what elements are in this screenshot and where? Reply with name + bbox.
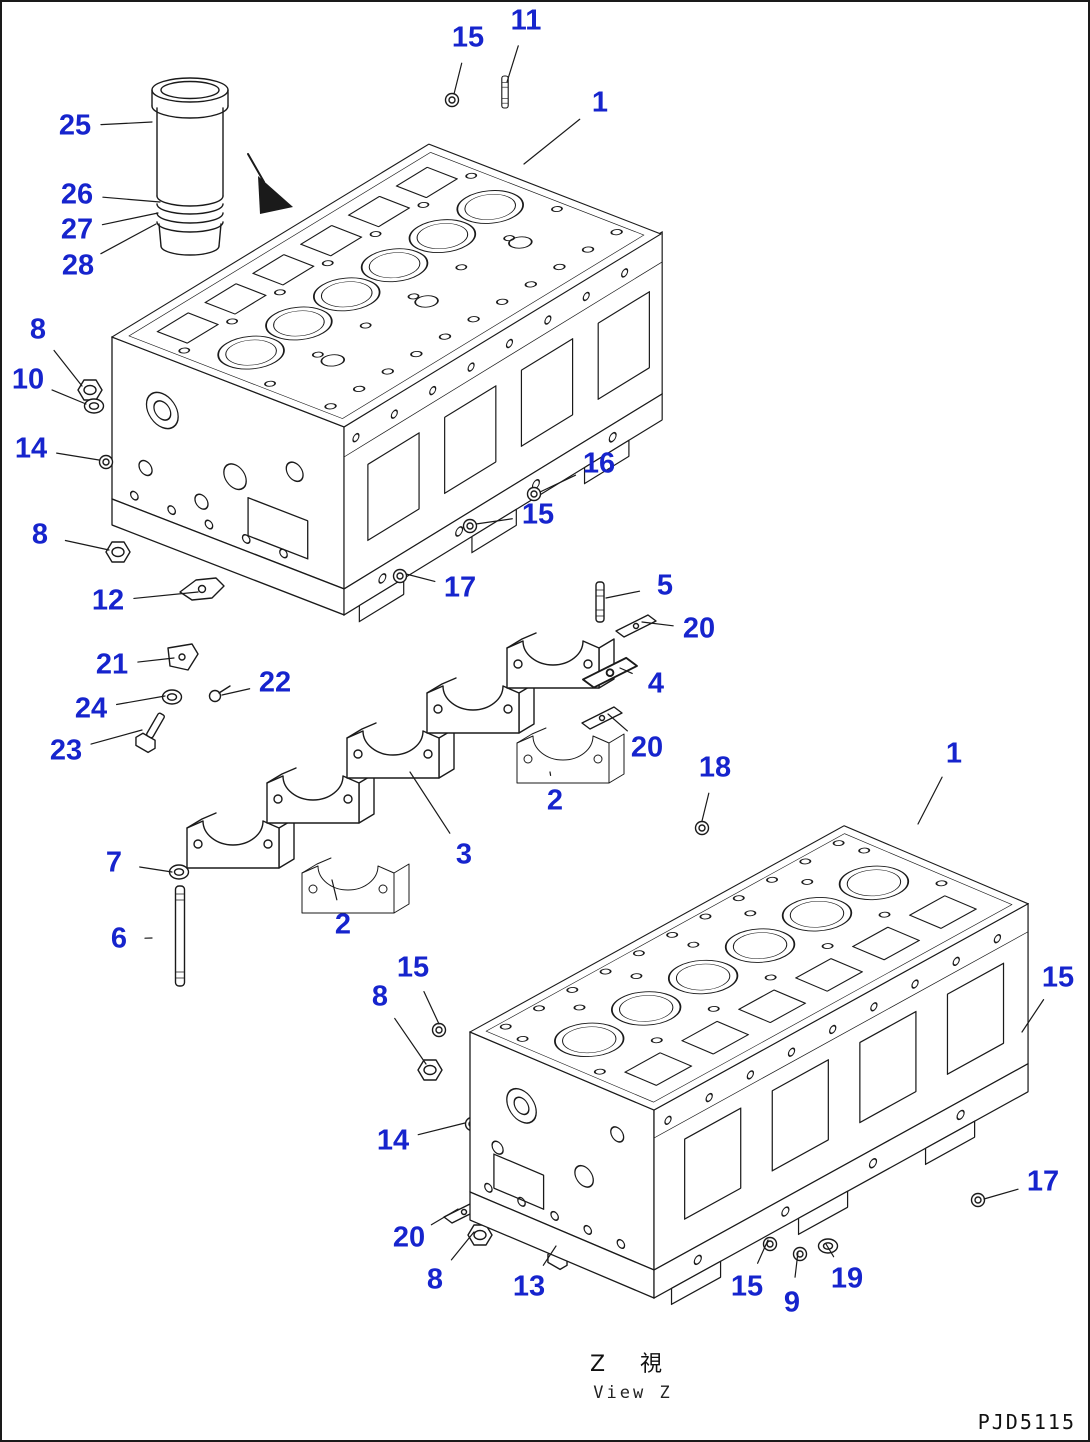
callout-6: 6 (110, 922, 128, 955)
callout-8: 8 (29, 313, 47, 346)
callout-15: 15 (521, 498, 555, 531)
callout-10: 10 (11, 363, 45, 396)
cylinder-liner (151, 77, 229, 256)
callout-14: 14 (14, 432, 48, 465)
callout-15: 15 (730, 1270, 764, 1303)
callout-18: 18 (698, 751, 732, 784)
drawing-code: PJD5115 (977, 1410, 1076, 1434)
callout-20: 20 (682, 612, 716, 645)
cylinder-block-2 (469, 825, 1029, 1306)
callout-8: 8 (31, 518, 49, 551)
callout-19: 19 (830, 1262, 864, 1295)
callout-13: 13 (512, 1270, 546, 1303)
callout-16: 16 (582, 447, 616, 480)
callout-25: 25 (58, 109, 92, 142)
callout-15: 15 (1041, 961, 1075, 994)
view-caption: Z 視 View Z (533, 1346, 733, 1403)
insertion-arrow-icon (247, 153, 293, 214)
callout-15: 15 (396, 951, 430, 984)
cylinder-block-1 (111, 143, 663, 623)
callout-11: 11 (510, 4, 542, 37)
callout-4: 4 (647, 667, 665, 700)
callout-2: 2 (546, 784, 564, 817)
callout-9: 9 (783, 1286, 801, 1319)
bearing-caps (186, 632, 625, 914)
callout-8: 8 (371, 980, 389, 1013)
callout-5: 5 (656, 569, 674, 602)
callout-3: 3 (455, 838, 473, 871)
callout-7: 7 (105, 846, 123, 879)
callout-2: 2 (334, 908, 352, 941)
small-parts (77, 75, 1024, 1273)
callout-27: 27 (60, 213, 94, 246)
callout-28: 28 (61, 249, 95, 282)
leader-lines (51, 45, 1045, 1278)
callout-14: 14 (376, 1124, 410, 1157)
callout-15: 15 (451, 21, 485, 54)
callout-12: 12 (91, 584, 125, 617)
callout-20: 20 (392, 1221, 426, 1254)
callout-21: 21 (95, 648, 129, 681)
callout-22: 22 (258, 666, 292, 699)
callout-20: 20 (630, 731, 664, 764)
callout-24: 24 (74, 692, 108, 725)
callout-23: 23 (49, 734, 83, 767)
view-caption-english: View Z (593, 1383, 673, 1403)
callout-1: 1 (591, 86, 609, 119)
callout-26: 26 (60, 178, 94, 211)
callout-17: 17 (443, 571, 477, 604)
view-caption-japanese: Z 視 (589, 1352, 677, 1377)
callout-1: 1 (945, 737, 963, 770)
callout-8: 8 (426, 1263, 444, 1296)
callout-17: 17 (1026, 1165, 1060, 1198)
